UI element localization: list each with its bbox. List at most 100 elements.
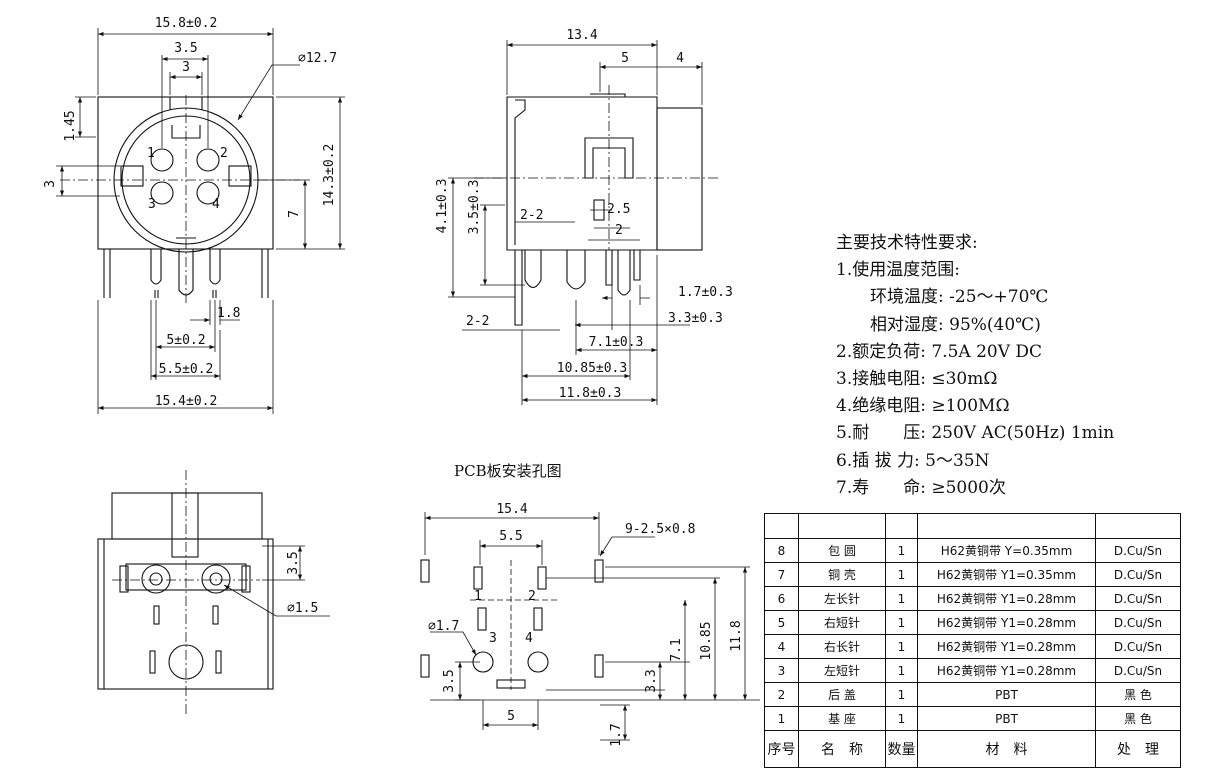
bom-cell: 4 <box>764 634 799 659</box>
bom-cell: 1 <box>885 562 918 587</box>
dim-h1: 4.1±0.3 <box>435 179 450 234</box>
bom-cell: D.Cu/Sn <box>1095 658 1181 683</box>
bom-cell: H62黄铜带 Y=0.35mm <box>917 538 1096 563</box>
pcb-dim-pin-spacing: 5.5 <box>499 529 522 544</box>
dim-diameter: ⌀12.7 <box>298 51 337 66</box>
bom-cell: 1 <box>885 538 918 563</box>
bom-cell: 基 座 <box>798 706 886 731</box>
pcb-pin-2: 2 <box>528 589 536 604</box>
bom-blank-row <box>764 513 1181 539</box>
dim-d118: 11.8±0.3 <box>559 386 622 401</box>
dim-left-small: 3 <box>43 180 58 188</box>
bom-header-cell: 材 料 <box>917 730 1096 768</box>
dim-pin-outer: 5.5±0.2 <box>159 362 214 377</box>
dim-d71: 7.1±0.3 <box>589 335 644 350</box>
bom-cell: 左短针 <box>798 658 886 683</box>
pcb-dim-slots: 9-2.5×0.8 <box>625 522 695 537</box>
dim-height: 14.3±0.2 <box>322 144 337 207</box>
bom-cell: D.Cu/Sn <box>1095 562 1181 587</box>
pcb-pin-4: 4 <box>525 631 533 646</box>
bom-cell: 1 <box>885 634 918 659</box>
dim-total-depth: 13.4 <box>566 28 597 43</box>
bom-header-row: 序号名 称数量材 料处 理 <box>764 730 1181 768</box>
spec-line-4: 2.额定负荷: 7.5A 20V DC <box>836 341 1043 362</box>
front-view <box>60 95 300 305</box>
pcb-layout <box>420 559 604 690</box>
dim-hole: ⌀1.5 <box>287 601 318 616</box>
bom-header-cell: 数量 <box>885 730 918 768</box>
bom-cell: 1 <box>885 610 918 635</box>
bom-cell: 铜 壳 <box>798 562 886 587</box>
bom-cell: PBT <box>917 682 1096 707</box>
dim-bottom-width: 15.4±0.2 <box>155 394 218 409</box>
bom-cell: H62黄铜带 Y1=0.28mm <box>917 658 1096 683</box>
pcb-dim-h118: 11.8 <box>729 620 744 651</box>
bom-cell: H62黄铜带 Y1=0.28mm <box>917 634 1096 659</box>
bom-cell: 1 <box>885 682 918 707</box>
dim-center-height: 7 <box>287 210 302 218</box>
dim-left-offset: 1.45 <box>63 110 78 141</box>
spec-line-1: 1.使用温度范围: <box>836 260 960 281</box>
spec-line-5: 3.接触电阻: ≤30mΩ <box>836 369 998 390</box>
bom-header-cell: 序号 <box>764 730 799 768</box>
dim-h2: 3.5±0.3 <box>467 180 482 235</box>
pin-label-3: 3 <box>148 197 156 212</box>
bom-cell: 2 <box>764 682 799 707</box>
bom-cell: 左长针 <box>798 586 886 611</box>
pcb-dim-h71: 7.1 <box>669 638 684 661</box>
bottom-view <box>97 470 274 715</box>
pcb-dim-h17: 1.7 <box>609 723 624 746</box>
bom-cell: 包 圆 <box>798 538 886 563</box>
bom-cell: 6 <box>764 586 799 611</box>
dim-top-width: 15.8±0.2 <box>155 16 218 31</box>
bom-cell: 1 <box>885 706 918 731</box>
section-label-bottom: 2-2 <box>466 314 489 329</box>
bom-cell: H62黄铜带 Y1=0.35mm <box>917 562 1096 587</box>
dim-front-proj: 4 <box>676 51 684 66</box>
spec-line-9: 7.寿 命: ≥5000次 <box>836 477 1006 498</box>
dim-pin-inner: 3 <box>182 60 190 75</box>
bom-cell: D.Cu/Sn <box>1095 610 1181 635</box>
spec-heading: 主要技术特性要求: <box>836 233 978 253</box>
section-label: 2-2 <box>520 208 543 223</box>
pcb-dim-h1085: 10.85 <box>699 621 714 660</box>
bom-cell: 右长针 <box>798 634 886 659</box>
pin-label-4: 4 <box>212 197 220 212</box>
pcb-dim-h35: 3.5 <box>442 669 457 692</box>
dim-mid: 5 <box>621 51 629 66</box>
spec-line-7: 5.耐 压: 250V AC(50Hz) 1min <box>836 423 1115 444</box>
dim-w25: 2.5 <box>607 202 630 217</box>
bom-cell: 黑 色 <box>1095 706 1181 731</box>
bom-header-cell: 名 称 <box>798 730 886 768</box>
dim-w2: 2 <box>615 223 623 238</box>
bom-cell: 1 <box>764 706 799 731</box>
pcb-dim-hole: ⌀1.7 <box>428 619 459 634</box>
spec-line-3: 相对湿度: 95%(40℃) <box>870 314 1041 335</box>
pcb-dim-bottom-pitch: 5 <box>507 709 515 724</box>
bom-cell: 8 <box>764 538 799 563</box>
pcb-dim-width: 15.4 <box>496 502 527 517</box>
bom-cell: 1 <box>885 586 918 611</box>
pin-label-1: 1 <box>147 146 155 161</box>
bom-cell: 黑 色 <box>1095 682 1181 707</box>
dim-pin-pitch: 5±0.2 <box>166 333 205 348</box>
dim-pin-gap: 3.5 <box>286 551 301 574</box>
bom-cell: D.Cu/Sn <box>1095 634 1181 659</box>
dim-pin-span: 3.5 <box>174 41 197 56</box>
pcb-dim-h33: 3.3 <box>644 669 659 692</box>
bom-header-cell: 处 理 <box>1095 730 1181 768</box>
bom-cell: H62黄铜带 Y1=0.28mm <box>917 586 1096 611</box>
spec-line-8: 6.插 拔 力: 5～35N <box>836 450 990 471</box>
bom-cell: 5 <box>764 610 799 635</box>
pcb-pin-1: 1 <box>474 589 482 604</box>
